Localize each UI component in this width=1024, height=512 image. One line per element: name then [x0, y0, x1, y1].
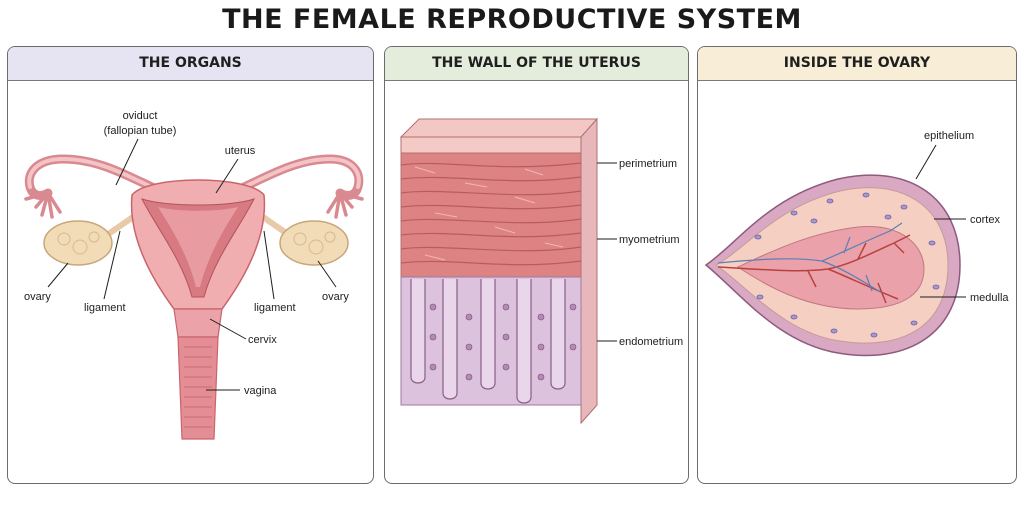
- ligament-right-leader: [263, 230, 275, 300]
- uterus-leader: [215, 158, 239, 194]
- epithelium-label: epithelium: [924, 130, 974, 142]
- ovary-panel-header: INSIDE THE OVARY: [698, 47, 1016, 81]
- block-top-face: [399, 118, 599, 138]
- ovary-right-leader: [317, 260, 337, 288]
- organs-panel: THE ORGANS oviduct (fallopia: [7, 46, 374, 484]
- ovary-illustration: epithelium cortex medulla: [704, 130, 1009, 357]
- myometrium-layer: [400, 152, 582, 278]
- endometrial-glands: [410, 279, 566, 404]
- uterine-wall-panel: THE WALL OF THE UTERUS peri: [384, 46, 689, 484]
- ovary-left-leader: [47, 262, 69, 288]
- organs-illustration: oviduct (fallopian tube) uterus ovary li…: [24, 110, 364, 440]
- page-title: THE FEMALE REPRODUCTIVE SYSTEM: [222, 4, 802, 35]
- follicles: [754, 192, 940, 338]
- ovary-right-label: ovary: [322, 291, 349, 303]
- medulla-label: medulla: [970, 292, 1009, 304]
- left-fimbriae: [24, 191, 62, 219]
- organs-panel-header: THE ORGANS: [8, 47, 373, 81]
- perimetrium-label: perimetrium: [619, 158, 677, 170]
- block-side-face: [580, 117, 598, 425]
- uterine-wall-illustration: perimetrium myometrium endometrium: [399, 117, 683, 425]
- vagina: [177, 336, 219, 440]
- cervix: [173, 308, 223, 338]
- endometrium-label: endometrium: [619, 336, 683, 348]
- right-ovary: [279, 220, 349, 266]
- uterus-label: uterus: [225, 145, 256, 157]
- left-ovary: [43, 220, 113, 266]
- cervix-label: cervix: [248, 334, 277, 346]
- epithelium-leader: [915, 144, 937, 180]
- ovary-vein: [717, 222, 903, 294]
- fallopian-tube-label: (fallopian tube): [104, 125, 177, 137]
- myometrium-label: myometrium: [619, 234, 680, 246]
- cortex-label: cortex: [970, 214, 1000, 226]
- perimetrium-layer: [400, 136, 582, 154]
- ovary-left-label: ovary: [24, 291, 51, 303]
- vagina-label: vagina: [244, 385, 277, 397]
- ligament-left-label: ligament: [84, 302, 126, 314]
- uterine-wall-panel-header: THE WALL OF THE UTERUS: [385, 47, 688, 81]
- right-fimbriae: [326, 191, 364, 219]
- cervix-leader: [209, 318, 247, 340]
- stromal-cells: [429, 303, 577, 381]
- ligament-left-leader: [103, 230, 121, 300]
- oviduct-label: oviduct: [123, 110, 158, 122]
- ligament-right-label: ligament: [254, 302, 296, 314]
- ovary-panel: INSIDE THE OVARY epithelium cortex medul…: [697, 46, 1017, 484]
- oviduct-leader: [115, 138, 139, 186]
